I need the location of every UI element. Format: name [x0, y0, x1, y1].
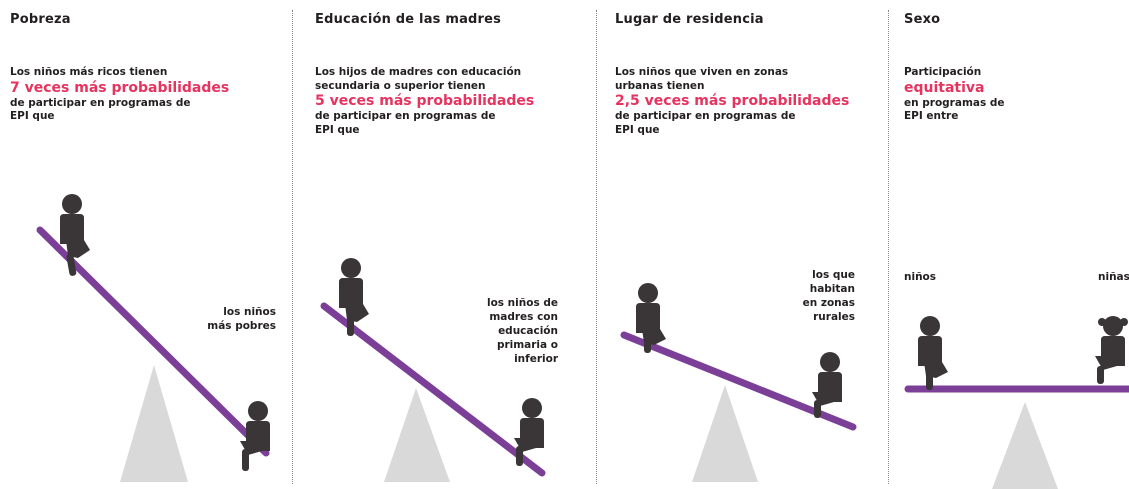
fulcrum [692, 385, 758, 482]
panel-educacion: Educación de las madres Los hijos de mad… [300, 0, 590, 489]
desc-line: Los niños más ricos tienen [10, 66, 168, 78]
label-line: los que [812, 269, 855, 281]
highlight-text: 2,5 veces más probabilidades [615, 93, 850, 109]
highlight-text: 7 veces más probabilidades [10, 79, 230, 96]
fulcrum [120, 365, 188, 482]
panel-title: Pobreza [10, 12, 71, 27]
panel-title: Lugar de residencia [615, 12, 764, 27]
panel-title: Sexo [904, 12, 941, 27]
panel-description: Los hijos de madres con educación secund… [315, 66, 534, 137]
desc-line: EPI que [315, 123, 360, 136]
panel-divider [888, 10, 889, 484]
desc-line: EPI que [615, 123, 660, 136]
desc-line: de participar en programas de [615, 110, 796, 122]
desc-line: de participar en programas de [315, 110, 496, 122]
right-child-label: los niños más pobres [207, 305, 276, 333]
panel-divider [596, 10, 597, 484]
label-line: educación [498, 325, 558, 337]
child-figure-low-education [514, 398, 544, 466]
panel-title: Educación de las madres [315, 12, 502, 27]
desc-line: Los hijos de madres con educación [315, 66, 522, 78]
seesaw-illustration [320, 258, 546, 482]
highlight-text: 5 veces más probabilidades [315, 93, 535, 109]
panel-divider [292, 10, 293, 484]
desc-line: de participar en programas de [10, 96, 191, 109]
desc-line: en programas de [904, 96, 1005, 109]
fulcrum [384, 388, 450, 482]
seesaw-illustration [620, 283, 857, 482]
desc-line: EPI que [10, 110, 55, 122]
panel-residencia: Lugar de residencia Los niños que viven … [600, 0, 885, 489]
panel-description: Los niños más ricos tienen 7 veces más p… [10, 66, 229, 124]
seesaw-illustration [36, 194, 270, 482]
child-figure-poor [240, 401, 270, 471]
panel-description: Participación equitativa en programas de… [904, 66, 1005, 124]
label-line: inferior [514, 353, 558, 365]
panel-description: Los niños que viven en zonas urbanas tie… [615, 66, 849, 137]
desc-line: secundaria o superior tienen [315, 79, 486, 92]
desc-line: Participación [904, 66, 982, 78]
left-child-label: niños [904, 271, 937, 283]
label-line: madres con [489, 311, 558, 323]
panel-pobreza: Pobreza Los niños más ricos tienen 7 vec… [0, 0, 290, 489]
seesaw-plank [320, 302, 546, 477]
child-figure-rich [60, 194, 90, 276]
child-figure-rural [812, 352, 842, 418]
label-line: los niños [223, 306, 276, 318]
label-line: primaria o [496, 339, 558, 351]
right-child-label: los que habitan en zonas rurales [803, 268, 855, 324]
right-child-label: niñas [1098, 271, 1129, 283]
seesaw-plank [36, 226, 270, 457]
child-figure-boy [918, 316, 948, 390]
seesaw-illustration [904, 316, 1129, 489]
desc-line: urbanas tienen [615, 79, 705, 92]
label-line: en zonas [802, 297, 855, 309]
fulcrum [992, 402, 1058, 489]
panel-sexo: Sexo Participación equitativa en program… [890, 0, 1129, 489]
label-line: más pobres [207, 320, 276, 332]
desc-line: EPI entre [904, 110, 959, 122]
label-line: rurales [813, 311, 855, 323]
label-line: habitan [809, 283, 855, 295]
desc-line: Los niños que viven en zonas [615, 66, 789, 78]
child-figure-high-education [339, 258, 369, 336]
highlight-text: equitativa [904, 79, 985, 96]
label-line: los niños de [486, 297, 558, 309]
right-child-label: los niños de madres con educación primar… [487, 296, 558, 366]
child-figure-urban [636, 283, 666, 353]
child-figure-girl [1095, 316, 1128, 384]
